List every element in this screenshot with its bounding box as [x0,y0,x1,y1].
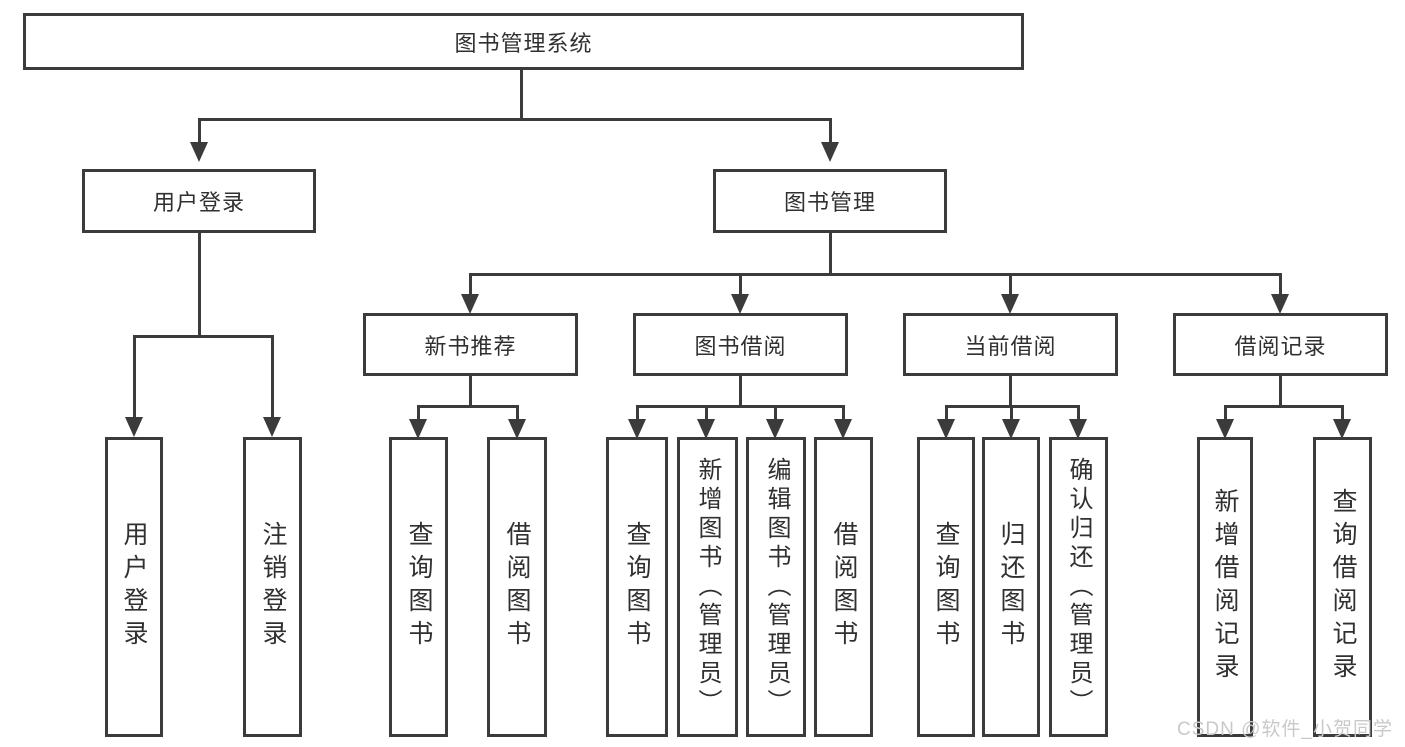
node-borrow-records: 借阅记录 [1173,313,1388,376]
leaf-query-books-recommend: 查询图书 [389,437,448,737]
connector-arrow-stem [842,405,845,421]
arrow-down-icon [1271,294,1289,314]
connector-arrow-stem [1224,405,1227,421]
arrow-down-icon [731,294,749,314]
connector-branch [1224,405,1343,408]
connector-user-login-branch [133,335,274,338]
leaf-borrow-books: 借阅图书 [814,437,873,737]
connector-branch [636,405,844,408]
connector-arrow-stem [636,405,639,421]
arrow-down-icon [1001,294,1019,314]
connector-arrow-stem [1010,405,1013,421]
arrow-down-icon [834,419,852,439]
connector-arrow-stem [271,335,274,419]
node-user-login: 用户登录 [82,169,316,233]
node-new-book-recommend: 新书推荐 [363,313,578,376]
leaf-user-login: 用户登录 [105,437,163,737]
leaf-query-borrow-record: 查询借阅记录 [1313,437,1372,737]
connector-stem [1279,376,1282,405]
arrow-down-icon [766,419,784,439]
arrow-down-icon [508,419,526,439]
connector-arrow-stem [739,273,742,296]
arrow-down-icon [125,417,143,437]
node-current-borrow: 当前借阅 [903,313,1118,376]
connector-arrow-stem [829,118,832,144]
connector-arrow-stem [1009,273,1012,296]
connector-arrow-stem [516,405,519,421]
connector-arrow-stem [705,405,708,421]
leaf-confirm-return-admin: 确认归还（管理员） [1049,437,1108,737]
connector-arrow-stem [469,273,472,296]
connector-branch [417,405,518,408]
node-library-management-system: 图书管理系统 [23,13,1024,70]
arrow-down-icon [937,419,955,439]
arrow-down-icon [821,142,839,162]
csdn-watermark: CSDN @软件_小贺同学 [1177,719,1393,740]
connector-arrow-stem [774,405,777,421]
connector-stem [469,376,472,405]
arrow-down-icon [1069,419,1087,439]
connector-book-mgmt-stem [829,233,832,273]
connector-stem [1009,376,1012,405]
leaf-return-book: 归还图书 [982,437,1040,737]
connector-arrow-stem [198,118,201,144]
connector-arrow-stem [1341,405,1344,421]
leaf-query-books-current: 查询图书 [917,437,975,737]
connector-arrow-stem [133,335,136,419]
leaf-add-borrow-record: 新增借阅记录 [1197,437,1253,737]
arrow-down-icon [697,419,715,439]
leaf-edit-book-admin: 编辑图书（管理员） [746,437,806,737]
connector-arrow-stem [1279,273,1282,296]
leaf-query-books-borrow: 查询图书 [606,437,668,737]
arrow-down-icon [628,419,646,439]
connector-arrow-stem [1077,405,1080,421]
connector-level3-branch [469,273,1282,276]
leaf-logout-login: 注销登录 [243,437,302,737]
arrow-down-icon [1333,419,1351,439]
arrow-down-icon [1216,419,1234,439]
node-book-management: 图书管理 [713,169,947,233]
connector-user-login-stem [198,233,201,335]
connector-arrow-stem [417,405,420,421]
connector-level2-branch [198,118,832,121]
leaf-add-book-admin: 新增图书（管理员） [677,437,738,737]
arrow-down-icon [461,294,479,314]
arrow-down-icon [263,417,281,437]
arrow-down-icon [1002,419,1020,439]
node-book-borrow: 图书借阅 [633,313,848,376]
connector-stem [739,376,742,405]
arrow-down-icon [190,142,208,162]
arrow-down-icon [409,419,427,439]
connector-root-stem [520,70,523,118]
leaf-borrow-books-recommend: 借阅图书 [487,437,547,737]
connector-arrow-stem [945,405,948,421]
